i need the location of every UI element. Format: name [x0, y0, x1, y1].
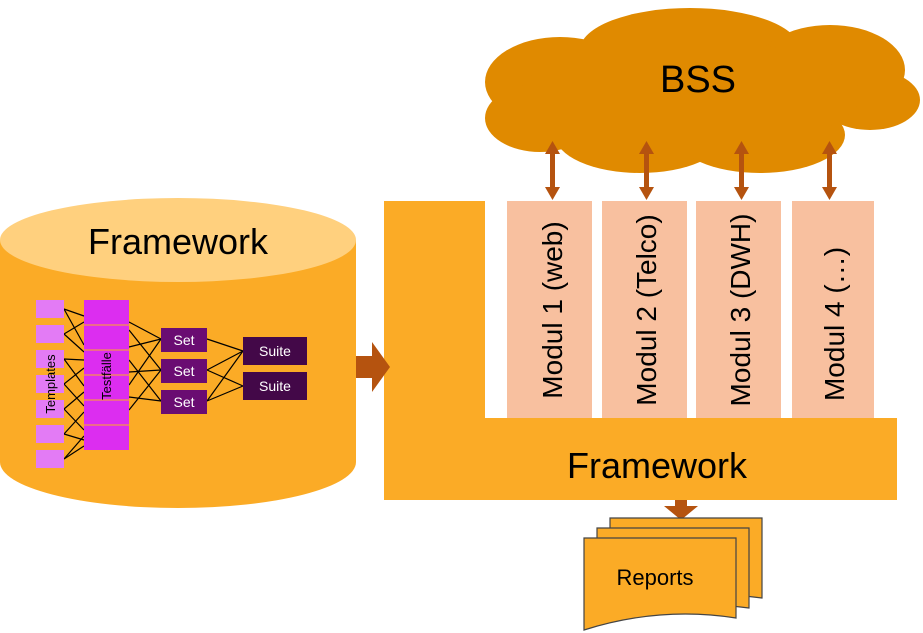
- report-page: [583, 537, 737, 631]
- module-box: [602, 201, 687, 418]
- framework-shape: [384, 201, 897, 500]
- template-box: [36, 350, 64, 368]
- right-arrow-icon: [354, 342, 390, 392]
- module-label: Modul 3 (DWH): [725, 214, 756, 407]
- database-top: [0, 198, 356, 282]
- suite-box: [243, 337, 307, 365]
- double-arrow-icon: [822, 141, 837, 200]
- framework-label: Framework: [567, 445, 748, 486]
- suites-column: Suite Suite: [243, 337, 307, 400]
- modules: Modul 1 (web) Modul 2 (Telco) Modul 3 (D…: [507, 201, 874, 418]
- template-box: [36, 450, 64, 468]
- module-connectors: [545, 141, 837, 200]
- template-box: [36, 325, 64, 343]
- sets-column: Set Set Set: [161, 328, 207, 414]
- connector-lines: [63, 308, 244, 460]
- set-box: [161, 328, 207, 352]
- module-label: Modul 4 (…): [819, 247, 850, 401]
- down-arrow-icon: [664, 500, 698, 520]
- double-arrow-icon: [639, 141, 654, 200]
- cloud-shape: [485, 8, 920, 173]
- template-box: [36, 425, 64, 443]
- suite-box: [243, 372, 307, 400]
- double-arrow-icon: [545, 141, 560, 200]
- suite-label: Suite: [259, 378, 291, 394]
- framework-database: Framework: [0, 198, 356, 508]
- set-label: Set: [173, 332, 194, 348]
- double-arrow-icon: [734, 141, 749, 200]
- suite-label: Suite: [259, 343, 291, 359]
- testfaelle-label: Testfälle: [99, 352, 114, 400]
- template-box: [36, 375, 64, 393]
- module-box: [696, 201, 781, 418]
- module-label: Modul 1 (web): [537, 221, 568, 398]
- testfall-dividers: [84, 324, 129, 426]
- module-box: [792, 201, 874, 418]
- templates-label: Templates: [43, 354, 58, 414]
- templates-column: [36, 300, 64, 468]
- template-box: [36, 300, 64, 318]
- reports-stack: Reports: [583, 517, 763, 631]
- reports-label: Reports: [616, 565, 693, 590]
- framework-block: Framework: [384, 201, 897, 500]
- set-label: Set: [173, 363, 194, 379]
- module-box: [507, 201, 592, 418]
- database-title: Framework: [88, 221, 269, 262]
- template-box: [36, 400, 64, 418]
- set-box: [161, 359, 207, 383]
- cloud-label: BSS: [660, 59, 736, 101]
- testfaelle-column: [84, 300, 129, 450]
- module-label: Modul 2 (Telco): [631, 214, 662, 405]
- set-label: Set: [173, 394, 194, 410]
- set-box: [161, 390, 207, 414]
- bss-cloud: BSS: [485, 8, 920, 173]
